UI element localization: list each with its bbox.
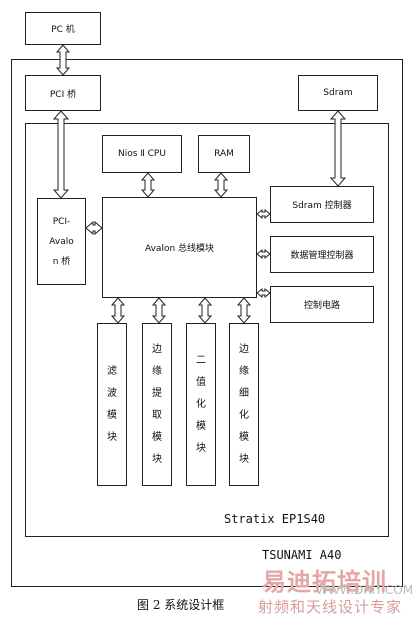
- binarize-char: 化: [196, 398, 206, 410]
- filter-module-node: 滤 波 模 块: [97, 323, 127, 486]
- sdram-label: Sdram: [323, 88, 353, 98]
- edge-thin-char: 缘: [239, 365, 249, 377]
- edge-thin-char: 边: [239, 343, 249, 355]
- sdram-controller-label: Sdram 控制器: [292, 201, 352, 211]
- arrow-pc-pci: [55, 44, 71, 76]
- pci-avalon-line-2: Avalo: [49, 236, 74, 247]
- edge-thin-char: 化: [239, 409, 249, 421]
- filter-char: 模: [107, 409, 117, 421]
- avalon-bus-node: Avalon 总线模块: [102, 197, 257, 298]
- edge-extract-char: 提: [152, 387, 162, 399]
- pci-bridge-label: PCI 桥: [49, 89, 77, 100]
- arrow-avalon-binarize: [197, 297, 213, 324]
- tsunami-label: TSUNAMI A40: [262, 548, 342, 562]
- watermark-site: WWW.DRIT.COM: [316, 583, 414, 597]
- figure-caption: 图 2 系统设计框: [137, 598, 225, 612]
- arrow-avalon-edge-thin: [236, 297, 252, 324]
- pci-avalon-line-1: PCI-: [52, 216, 71, 227]
- control-circuit-node: 控制电路: [270, 286, 374, 323]
- watermark-brand: 易迪拓培训: [262, 568, 387, 596]
- arrow-pci-pciavalon: [52, 110, 70, 199]
- arrow-avalon-edge-extract: [151, 297, 167, 324]
- edge-thinning-module-node: 边 缘 细 化 模 块: [229, 323, 259, 486]
- nios-cpu-label: Nios Ⅱ CPU: [118, 149, 166, 159]
- data-management-controller-label: 数据管理控制器: [290, 251, 354, 261]
- edge-thin-char: 块: [239, 453, 249, 465]
- watermark-slogan: 射频和天线设计专家: [258, 598, 403, 616]
- binarization-module-node: 二 值 化 模 块: [186, 323, 216, 486]
- edge-thin-char: 模: [239, 431, 249, 443]
- filter-char: 滤: [107, 365, 117, 377]
- arrow-avalon-filter: [110, 297, 126, 324]
- binarize-char: 二: [196, 354, 206, 366]
- filter-char: 波: [107, 387, 117, 399]
- arrow-avalon-data-management: [256, 248, 271, 260]
- arrow-nios-avalon: [140, 172, 156, 198]
- nios-cpu-node: Nios Ⅱ CPU: [102, 135, 182, 173]
- pci-avalon-bridge-node: PCI- Avalo n 桥: [37, 198, 86, 285]
- edge-extract-char: 缘: [152, 365, 162, 377]
- ram-node: RAM: [198, 135, 250, 173]
- sdram-controller-node: Sdram 控制器: [270, 186, 374, 223]
- edge-thin-char: 细: [239, 387, 249, 399]
- ram-label: RAM: [214, 149, 234, 159]
- binarize-char: 块: [196, 442, 206, 454]
- data-management-controller-node: 数据管理控制器: [270, 236, 374, 273]
- pc-node-label: PC 机: [51, 25, 75, 35]
- arrow-sdram-controller: [329, 110, 347, 187]
- edge-extraction-module-node: 边 缘 提 取 模 块: [142, 323, 172, 486]
- binarize-char: 模: [196, 420, 206, 432]
- binarize-char: 值: [196, 376, 206, 388]
- arrow-pciavalon-avalon: [85, 220, 103, 236]
- edge-extract-char: 模: [152, 431, 162, 443]
- pci-avalon-line-3: n 桥: [52, 256, 71, 267]
- edge-extract-char: 取: [152, 409, 162, 421]
- arrow-ram-avalon: [213, 172, 229, 198]
- arrow-avalon-control-circuit: [256, 287, 271, 299]
- arrow-avalon-sdram-controller: [256, 208, 271, 220]
- edge-extract-char: 块: [152, 453, 162, 465]
- filter-char: 块: [107, 431, 117, 443]
- avalon-bus-label: Avalon 总线模块: [144, 244, 215, 254]
- edge-extract-char: 边: [152, 343, 162, 355]
- stratix-label: Stratix EP1S40: [224, 512, 326, 526]
- control-circuit-label: 控制电路: [303, 301, 340, 311]
